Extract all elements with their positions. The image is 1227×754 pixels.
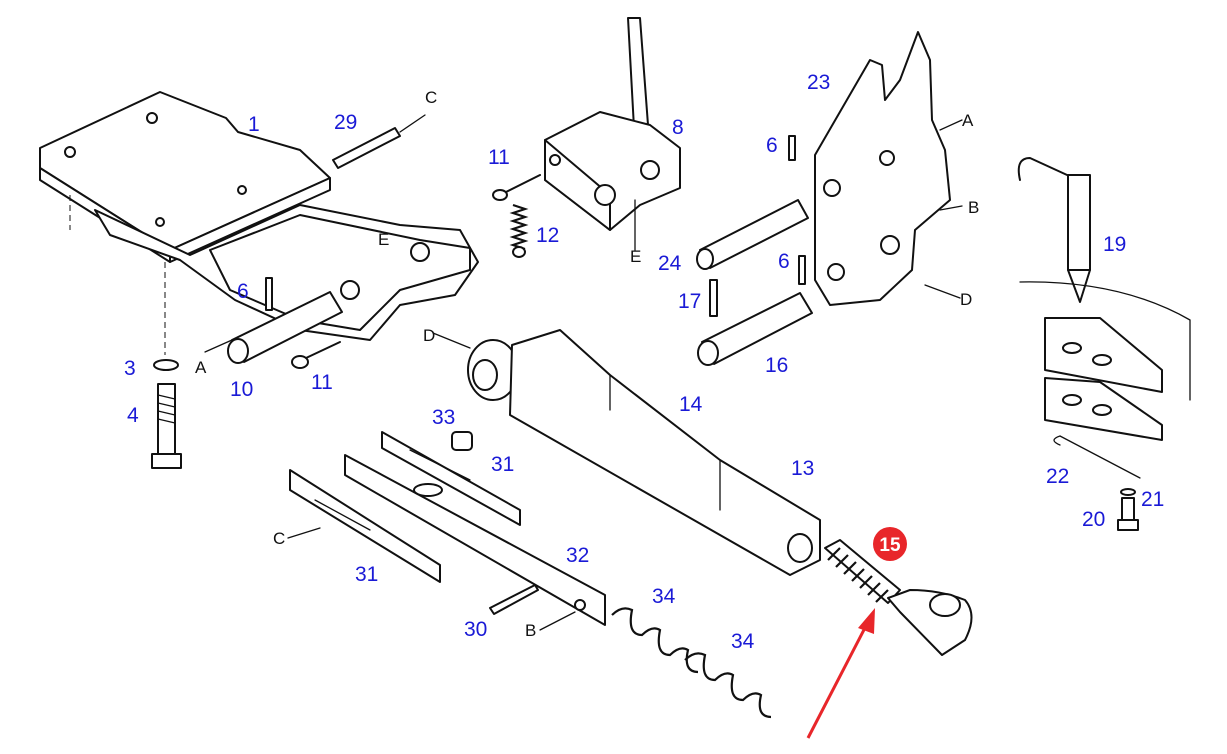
part-19-pin-assembly bbox=[1017, 157, 1191, 441]
part-11-cotter-lower bbox=[291, 341, 341, 369]
part-31-plate-lower bbox=[289, 469, 441, 583]
part-33-bushing bbox=[451, 431, 473, 451]
ref-b-lower: B bbox=[525, 621, 536, 640]
part-6-pin-left bbox=[265, 277, 273, 311]
part-3-washer bbox=[153, 359, 179, 371]
label-part-22: 22 bbox=[1046, 465, 1069, 488]
label-part-8: 8 bbox=[672, 116, 684, 139]
part-10-pin bbox=[204, 291, 343, 364]
part-12-spring bbox=[509, 203, 529, 258]
part-34-spring-upper bbox=[611, 607, 699, 674]
part-11-cotter-upper bbox=[492, 174, 541, 201]
label-part-23: 23 bbox=[807, 71, 830, 94]
arrow-c-lower bbox=[287, 527, 321, 539]
label-part-11-lower: 11 bbox=[311, 371, 333, 394]
part-1-bracket bbox=[39, 91, 479, 355]
label-part-20: 20 bbox=[1082, 508, 1105, 531]
label-part-1: 1 bbox=[248, 113, 260, 136]
part-29-pin bbox=[332, 114, 426, 169]
label-part-11-upper: 11 bbox=[488, 146, 510, 169]
part-32-bar bbox=[344, 454, 606, 626]
ref-d-right: D bbox=[960, 290, 972, 309]
part-34-spring-lower bbox=[684, 652, 772, 719]
part-6-pin-middle bbox=[798, 255, 806, 285]
label-part-17: 17 bbox=[678, 290, 701, 313]
label-part-33: 33 bbox=[432, 406, 455, 429]
part-23-clevis bbox=[814, 31, 963, 306]
part-21-washer bbox=[1120, 488, 1136, 496]
part-8-yoke bbox=[544, 17, 681, 251]
ref-c-upper: C bbox=[425, 88, 437, 107]
badge-number: 15 bbox=[879, 535, 901, 556]
ref-e-yoke: E bbox=[630, 247, 641, 266]
label-part-31-lower: 31 bbox=[355, 563, 378, 586]
part-15-badge: 15 bbox=[873, 527, 907, 561]
label-part-24: 24 bbox=[658, 252, 682, 275]
ref-a-left: A bbox=[195, 358, 207, 377]
label-part-6-middle: 6 bbox=[778, 250, 790, 273]
part-24-pin bbox=[696, 199, 809, 270]
ref-e-left: E bbox=[378, 230, 389, 249]
label-part-34-upper: 34 bbox=[652, 585, 676, 608]
label-part-16: 16 bbox=[765, 354, 788, 377]
part-14-body bbox=[467, 329, 821, 576]
part-31-plate-upper bbox=[381, 431, 521, 526]
part-22-clip bbox=[1053, 435, 1141, 479]
part-30-pin bbox=[489, 584, 539, 615]
label-part-10: 10 bbox=[230, 378, 253, 401]
label-part-19: 19 bbox=[1103, 233, 1126, 256]
part-15-rod-end bbox=[824, 539, 973, 656]
label-part-21: 21 bbox=[1141, 488, 1164, 511]
part-6-pin-upper bbox=[788, 135, 796, 161]
arrow-d-left bbox=[432, 332, 471, 349]
ref-a-right: A bbox=[962, 111, 974, 130]
label-part-12: 12 bbox=[536, 224, 559, 247]
label-part-34-lower: 34 bbox=[731, 630, 755, 653]
label-part-14: 14 bbox=[679, 393, 703, 416]
label-part-13: 13 bbox=[791, 457, 814, 480]
highlight-arrow bbox=[806, 608, 875, 739]
part-4-bolt bbox=[151, 383, 182, 469]
label-part-31-upper: 31 bbox=[491, 453, 514, 476]
label-part-32: 32 bbox=[566, 544, 589, 567]
label-part-4: 4 bbox=[127, 404, 139, 427]
ref-b-right: B bbox=[968, 198, 979, 217]
ref-d-left: D bbox=[423, 326, 435, 345]
label-part-30: 30 bbox=[464, 618, 487, 641]
label-part-29: 29 bbox=[334, 111, 357, 134]
part-17-pin bbox=[709, 279, 718, 317]
label-part-6-upper: 6 bbox=[766, 134, 778, 157]
arrow-b-lower bbox=[539, 611, 576, 631]
label-part-3: 3 bbox=[124, 357, 136, 380]
part-16-pin bbox=[697, 292, 813, 366]
label-part-6-left: 6 bbox=[237, 280, 249, 303]
ref-c-lower: C bbox=[273, 529, 285, 548]
part-13-hex bbox=[787, 533, 813, 563]
part-20-bolt bbox=[1117, 497, 1139, 531]
